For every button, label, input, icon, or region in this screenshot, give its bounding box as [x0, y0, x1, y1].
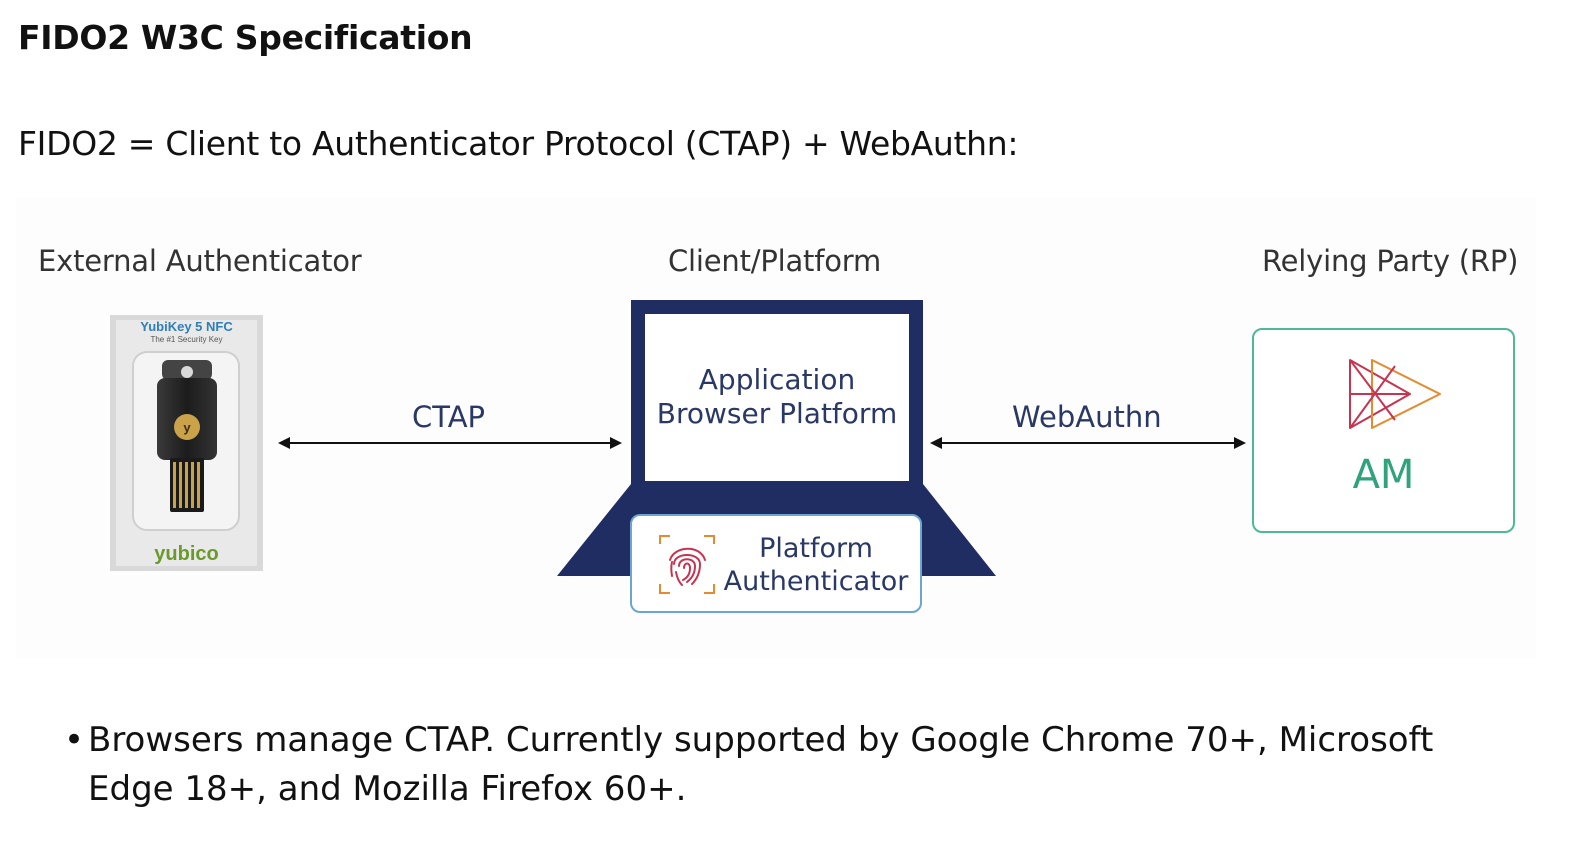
subtitle: FIDO2 = Client to Authenticator Protocol… — [18, 124, 1019, 163]
external-authenticator-label: External Authenticator — [38, 244, 362, 278]
fingerprint-icon — [659, 535, 715, 594]
laptop-screen-line2: Browser Platform — [656, 397, 898, 430]
bullet-marker: • — [64, 720, 85, 760]
laptop-screen-line1: Application — [698, 363, 856, 396]
yubico-brand: yubico — [154, 543, 219, 565]
ctap-label: CTAP — [412, 400, 486, 434]
bullet-item: • Browsers manage CTAP. Currently suppor… — [64, 716, 1504, 814]
relying-party-label: Relying Party (RP) — [1262, 244, 1519, 278]
svg-text:y: y — [183, 420, 191, 435]
client-platform-label: Client/Platform — [668, 244, 882, 278]
am-label: AM — [1352, 452, 1415, 498]
webauthn-label: WebAuthn — [1012, 400, 1162, 434]
bullet-text: Browsers manage CTAP. Currently supporte… — [88, 720, 1434, 809]
platform-authenticator-line2: Authenticator — [723, 566, 909, 597]
platform-authenticator-card — [630, 514, 922, 613]
yubikey-tagline: The #1 Security Key — [150, 335, 223, 344]
platform-authenticator-line1: Platform — [759, 533, 873, 564]
yubikey-package-image: y — [110, 315, 263, 571]
yubikey-title: YubiKey 5 NFC — [140, 319, 233, 334]
slide-title: FIDO2 W3C Specification — [18, 18, 473, 57]
relying-party-box — [1252, 328, 1515, 533]
